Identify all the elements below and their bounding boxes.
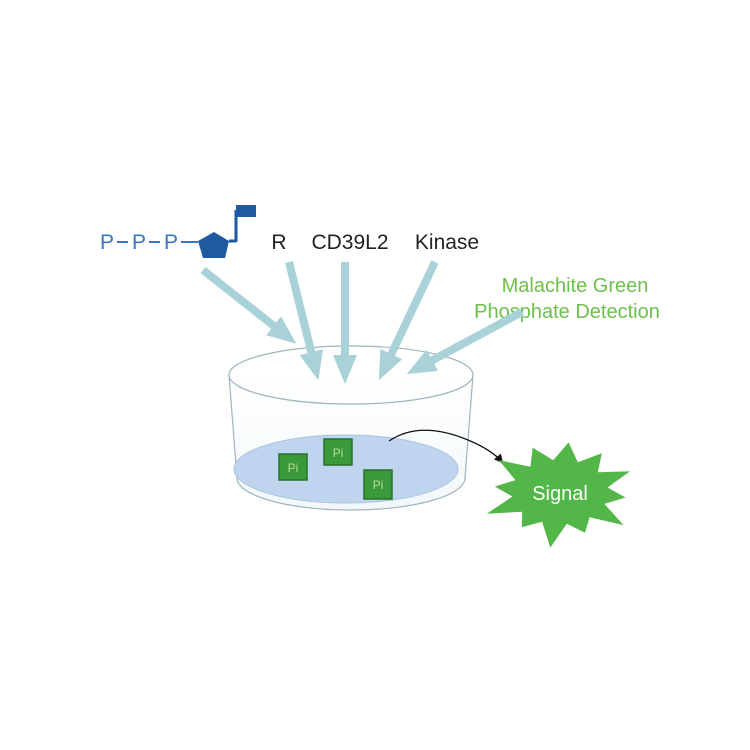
- detection-line1: Malachite Green: [502, 275, 649, 297]
- phosphate-2-label: P: [132, 231, 146, 254]
- well-right-wall: [464, 374, 474, 479]
- pi-box-3: Pi: [363, 469, 393, 500]
- detection-line2: Phosphate Detection: [474, 301, 660, 323]
- reagent-r-label: R: [271, 231, 286, 254]
- pi-box-1: Pi: [278, 453, 308, 481]
- arrow-from-detection: [406, 308, 524, 375]
- signal-label: Signal: [532, 483, 588, 505]
- phosphate-1-label: P: [100, 231, 114, 254]
- pi-box-2: Pi: [323, 438, 353, 466]
- signal-burst-shape: [486, 442, 631, 548]
- arrow-from-r: [285, 261, 323, 381]
- well-liquid: [233, 434, 459, 504]
- phosphate-3-label: P: [164, 231, 178, 254]
- signal-burst: Signal: [486, 442, 631, 548]
- reagent-cd39l2-label: CD39L2: [311, 231, 388, 254]
- reagent-arrows: [200, 260, 524, 384]
- well-base-rim: [236, 477, 466, 511]
- pi-box-1-shape: [278, 453, 308, 481]
- pi-box-1-label: Pi: [288, 461, 299, 475]
- substrate-group: P P P: [100, 205, 256, 258]
- base-flag-icon: [236, 205, 256, 217]
- well-top-rim: [228, 345, 474, 405]
- arrow-from-kinase: [378, 260, 439, 381]
- arrow-from-substrate: [200, 266, 297, 344]
- reagent-kinase-label: Kinase: [415, 231, 479, 254]
- pi-box-3-label: Pi: [373, 478, 384, 492]
- reaction-curved-arrow: [388, 429, 504, 464]
- pi-box-3-shape: [363, 469, 393, 500]
- sugar-pentagon-icon: [198, 232, 229, 258]
- well-left-wall: [228, 374, 238, 479]
- arrow-from-cd39l2: [333, 262, 357, 384]
- pi-box-2-label: Pi: [333, 446, 344, 460]
- pi-box-2-shape: [323, 438, 353, 466]
